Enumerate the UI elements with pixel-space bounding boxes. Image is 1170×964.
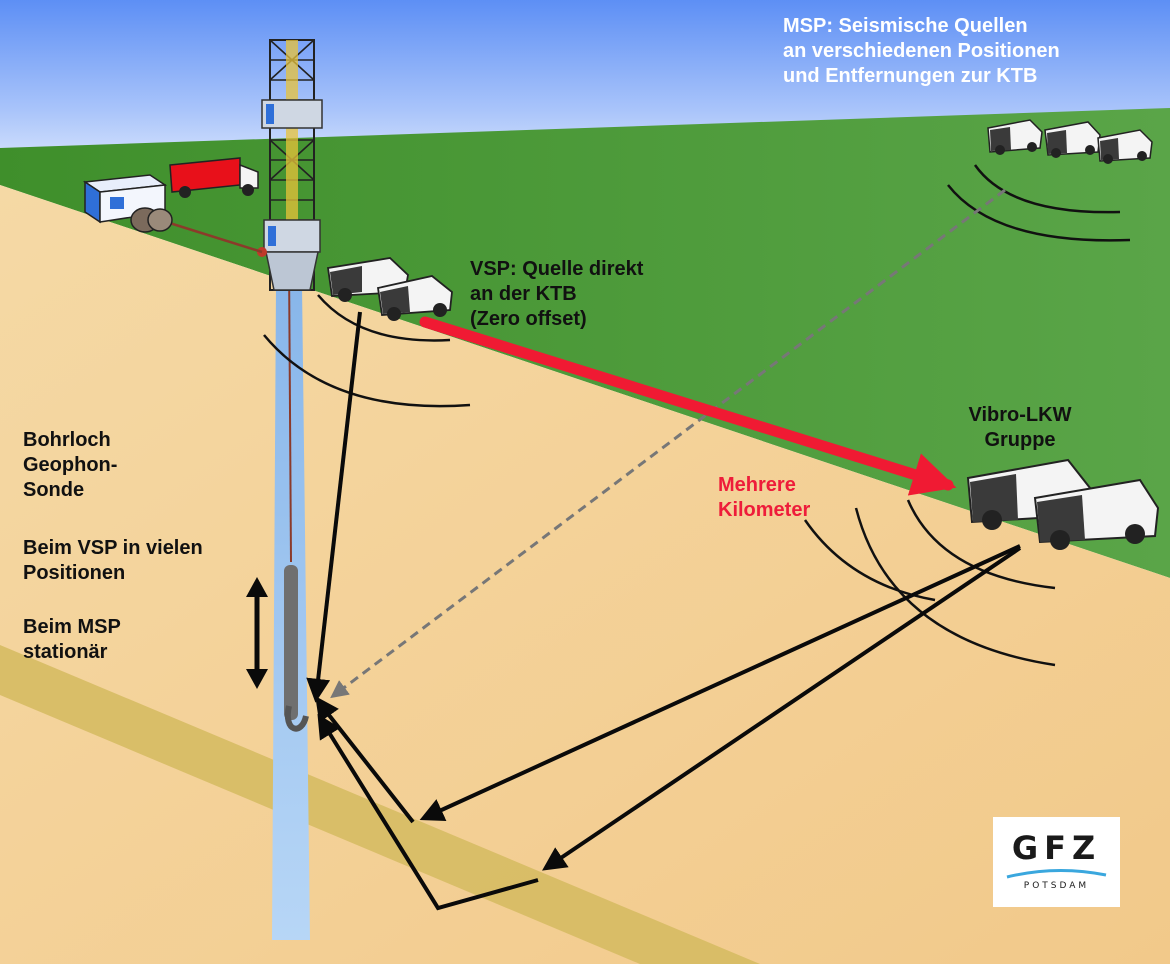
distance-label-line: Mehrere <box>718 474 796 496</box>
vsp-wavefronts <box>263 294 471 408</box>
vibro-label-line: Gruppe <box>984 429 1056 451</box>
vibro-group-label: Vibro-LKW Gruppe <box>955 403 1085 453</box>
logo-name: GFZ <box>1011 829 1102 867</box>
sonde-label: Bohrloch Geophon- Sonde <box>23 428 117 503</box>
msp-label-line: und Entfernungen zur KTB <box>783 65 1038 87</box>
reflected-rays <box>315 544 1022 911</box>
geophone-probe-icon <box>284 565 309 732</box>
sonde-label-line: Bohrloch <box>23 429 111 451</box>
sonde-label-line: Geophon- <box>23 454 118 476</box>
vsp-label-line: (Zero offset) <box>470 308 587 330</box>
probe-movement-arrow <box>246 577 268 689</box>
vsp-positions-label: Beim VSP in vielen Positionen <box>23 536 203 586</box>
vsp-positions-line: Positionen <box>23 562 126 584</box>
distance-label-line: Kilometer <box>718 499 811 521</box>
msp-label: MSP: Seismische Quellen an verschiedenen… <box>783 14 1060 89</box>
gfz-logo: GFZ POTSDAM <box>993 817 1120 907</box>
distance-arrow <box>419 316 957 496</box>
red-truck-icon <box>169 157 259 198</box>
vsp-label-line: VSP: Quelle direkt <box>470 258 644 280</box>
msp-stationary-label: Beim MSP stationär <box>23 615 121 665</box>
vibro-truck-icon <box>987 119 1153 164</box>
drilling-rig-icon <box>257 39 323 291</box>
msp-dashed-ray <box>330 188 1006 699</box>
msp-label-line: an verschiedenen Positionen <box>783 40 1060 62</box>
cable <box>288 259 292 563</box>
distance-label: Mehrere Kilometer <box>718 473 810 523</box>
vibro-truck-icon <box>326 257 453 321</box>
surface-cable <box>159 218 263 254</box>
msp-label-line: MSP: Seismische Quellen <box>783 15 1028 37</box>
msp-stationary-line: stationär <box>23 641 108 663</box>
cable-reel-icon <box>130 207 173 233</box>
vsp-direct-ray <box>306 311 362 703</box>
vibro-label-line: Vibro-LKW <box>968 404 1072 426</box>
logo-swoosh <box>1006 868 1107 879</box>
msp-stationary-line: Beim MSP <box>23 616 121 638</box>
vsp-label-line: an der KTB <box>470 283 577 305</box>
vsp-positions-line: Beim VSP in vielen <box>23 537 203 559</box>
vibro-truck-icon <box>966 458 1160 550</box>
logo-city: POTSDAM <box>1023 881 1090 891</box>
reflector-layer <box>0 645 760 964</box>
vsp-label: VSP: Quelle direkt an der KTB (Zero offs… <box>470 257 643 332</box>
msp-wavefronts <box>947 164 1131 242</box>
sonde-label-line: Sonde <box>23 479 85 501</box>
